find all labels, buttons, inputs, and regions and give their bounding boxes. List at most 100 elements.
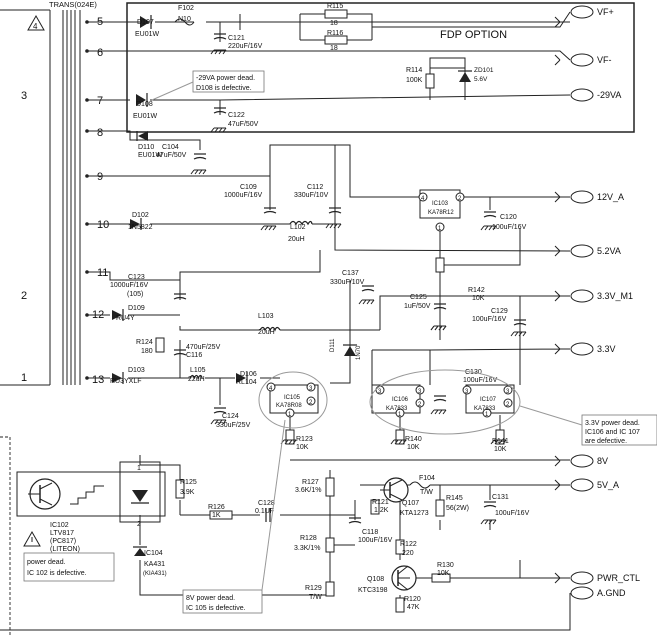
transformer: TRANS(024E) 3 2 1 4 5 6 7 8 9 10 11 12 1…	[0, 0, 109, 386]
svg-text:IC102: IC102	[50, 522, 69, 529]
svg-text:3.3V power dead.: 3.3V power dead.	[585, 420, 640, 427]
svg-text:100uF/16V: 100uF/16V	[463, 377, 498, 384]
svg-text:4: 4	[33, 22, 38, 31]
conn-5v-a: 5V_A	[597, 480, 619, 490]
transistor-q108: Q108 KTC3198	[358, 565, 417, 594]
svg-text:R140: R140	[405, 436, 422, 443]
svg-text:C116: C116	[186, 352, 202, 359]
trans-pin-2: 2	[21, 290, 27, 302]
diode-d103: D103 RU3YXLF	[110, 367, 145, 385]
trans-pin-7: 7	[97, 95, 103, 107]
resistor-r125: R125 3.9K	[175, 479, 197, 499]
resistor-r115: R115 18	[327, 3, 343, 27]
svg-text:EU01W: EU01W	[138, 152, 163, 159]
svg-text:-29VA power dead.: -29VA power dead.	[196, 75, 255, 82]
svg-text:C124: C124	[222, 413, 239, 420]
svg-text:22uH: 22uH	[188, 376, 205, 383]
svg-text:R142: R142	[468, 287, 485, 294]
conn-vf-minus: VF-	[597, 55, 612, 65]
svg-text:3: 3	[465, 389, 469, 395]
note-3-3v: 3.3V power dead. IC106 and IC 107 are de…	[369, 369, 657, 446]
svg-text:1.2K: 1.2K	[374, 507, 389, 514]
svg-text:C118: C118	[362, 529, 378, 536]
svg-text:(PC817): (PC817)	[50, 538, 76, 545]
svg-text:Q107: Q107	[402, 500, 419, 507]
svg-text:18: 18	[330, 45, 338, 52]
capacitor-c125: C125 1uF/50V	[404, 294, 447, 331]
svg-text:KTC3198: KTC3198	[358, 587, 388, 594]
svg-text:L105: L105	[190, 367, 206, 374]
svg-text:C129: C129	[491, 308, 508, 315]
capacitor-c131: C131 100uF/16V	[480, 494, 530, 525]
svg-text:100uF/16V: 100uF/16V	[492, 224, 527, 231]
svg-text:RU3YXLF: RU3YXLF	[110, 378, 142, 385]
ic105-regulator: 4 3 2 1 IC105 KA78R08	[266, 382, 319, 418]
svg-text:KA78R08: KA78R08	[276, 403, 302, 409]
svg-text:L103: L103	[258, 313, 274, 320]
ic102-photocoupler: 1 2 IC102 LTV817 (PC817) (LITEON)	[16, 461, 166, 553]
capacitor-c116: 470uF/25V C116	[173, 344, 221, 359]
svg-text:D106: D106	[240, 371, 257, 378]
svg-text:220uF/16V: 220uF/16V	[228, 43, 263, 50]
svg-text:3: 3	[418, 389, 422, 395]
trans-pin-9: 9	[97, 171, 103, 183]
capacitor-c118: C118 100uF/16V	[348, 517, 393, 544]
svg-text:R114: R114	[406, 67, 422, 74]
capacitor-c123: C123 1000uF/16V (105)	[110, 274, 187, 300]
zener-zd101: ZD101 5.6V	[458, 67, 494, 83]
fuse-f102: F102 N10	[174, 5, 195, 26]
svg-text:180: 180	[141, 348, 153, 355]
svg-text:C122: C122	[228, 112, 245, 119]
trans-pin-3: 3	[21, 90, 27, 102]
svg-text:5.6V: 5.6V	[474, 76, 488, 83]
diode-d110: D110 EU01W	[136, 131, 163, 159]
capacitor-c120: C120 100uF/16V	[480, 211, 527, 231]
svg-text:0.1UF: 0.1UF	[255, 508, 274, 515]
resistor-r142: R142 10K	[435, 257, 485, 302]
svg-text:D108: D108	[136, 101, 153, 108]
diode-d109: D109 RU4Y	[112, 305, 145, 322]
svg-text:330uF/10V: 330uF/10V	[294, 192, 329, 199]
svg-text:C125: C125	[410, 294, 427, 301]
capacitor-c112: C112 330uF/10V	[294, 184, 342, 229]
capacitor-c109: C109 1000uF/16V	[224, 184, 277, 231]
note-ic102: power dead. IC 102 is defective.	[23, 552, 115, 582]
photocoupler-pin-2: 2	[137, 521, 141, 528]
note-8v: 8V power dead. IC 105 is defective.	[182, 371, 328, 614]
svg-text:330uF/10V: 330uF/10V	[330, 279, 365, 286]
svg-text:N10: N10	[178, 16, 191, 23]
svg-text:18: 18	[330, 20, 338, 27]
svg-text:IC 105 is defective.: IC 105 is defective.	[186, 605, 246, 612]
svg-text:1N70: 1N70	[356, 345, 362, 360]
svg-text:R126: R126	[208, 504, 225, 511]
conn-vf-plus: VF+	[597, 7, 614, 17]
svg-text:R125: R125	[180, 479, 197, 486]
svg-text:RU4Y: RU4Y	[116, 315, 135, 322]
svg-text:3: 3	[506, 389, 510, 395]
diode-d102: D102 1N5822	[128, 212, 153, 231]
fdp-option-box	[126, 2, 635, 133]
svg-text:3.3K/1%: 3.3K/1%	[294, 545, 320, 552]
svg-text:KTA1273: KTA1273	[400, 510, 429, 517]
svg-text:1: 1	[438, 226, 442, 232]
svg-text:IC104: IC104	[144, 550, 163, 557]
svg-text:R120: R120	[404, 596, 421, 603]
svg-text:330uF/25V: 330uF/25V	[216, 422, 251, 429]
svg-text:D110: D110	[138, 144, 154, 151]
resistor-r128: R128 3.3K/1%	[294, 535, 335, 553]
inductor-l103: L103 20uH	[258, 313, 281, 336]
svg-text:(105): (105)	[127, 291, 143, 298]
ic106-regulator: 3 3 2 1 IC106 KA7833	[371, 384, 425, 418]
svg-text:KA7833: KA7833	[386, 406, 408, 412]
photocoupler-pin-1: 1	[137, 465, 141, 472]
warning-triangle-icon: 4	[27, 14, 45, 31]
svg-text:10K: 10K	[296, 444, 309, 451]
svg-text:1K: 1K	[212, 512, 221, 519]
svg-text:R115: R115	[327, 3, 343, 10]
resistor-r123: R123 10K	[285, 429, 313, 451]
svg-text:KA431: KA431	[144, 561, 165, 568]
svg-text:C104: C104	[162, 144, 179, 151]
svg-text:D102: D102	[132, 212, 149, 219]
diode-d106: D106 RL104	[236, 371, 257, 386]
